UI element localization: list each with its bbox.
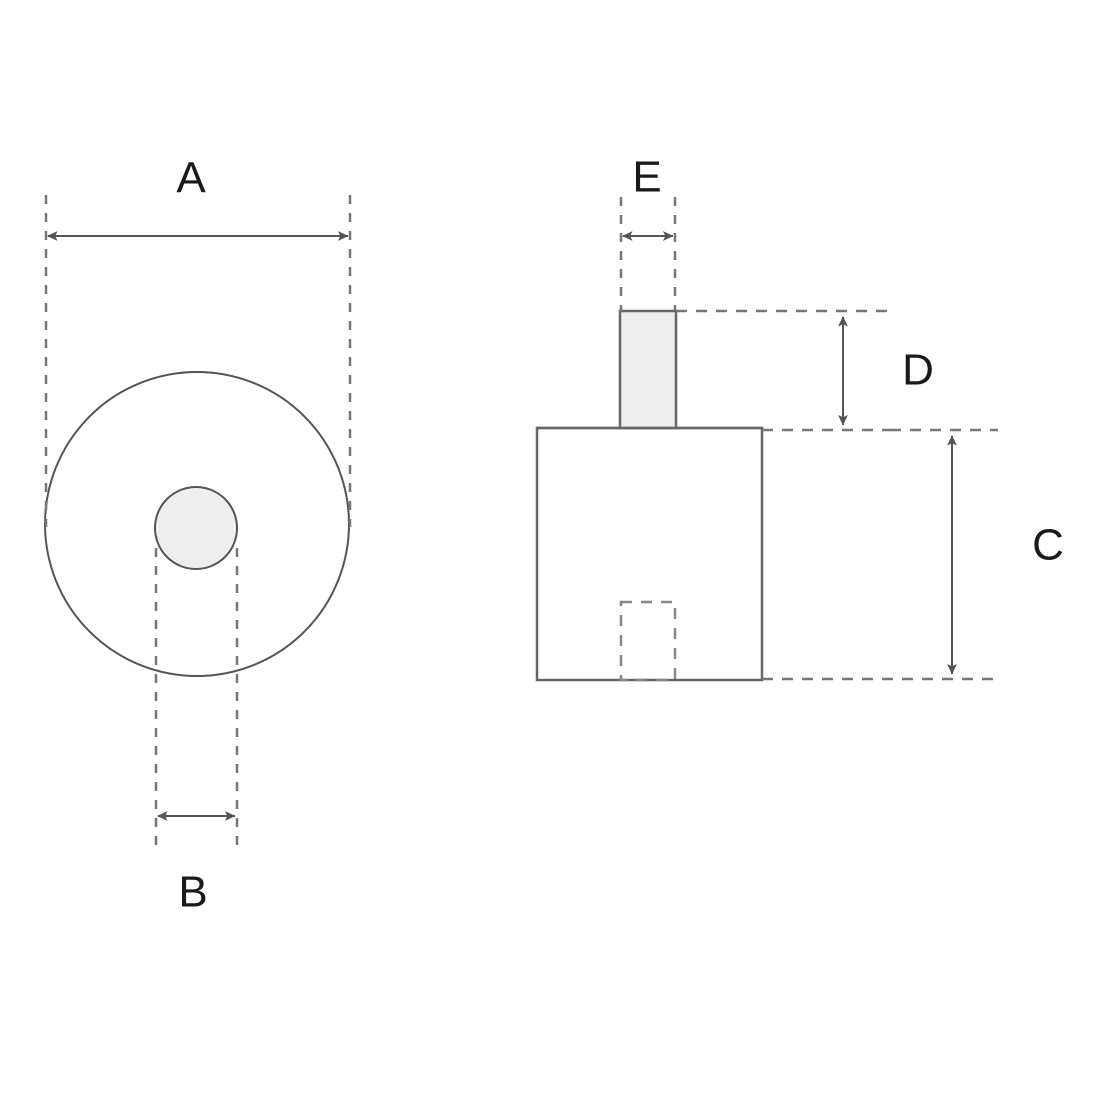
dimension-c-label: C <box>1032 521 1064 570</box>
dimension-c-group: C <box>762 428 1064 681</box>
dimension-b-label: B <box>178 868 207 917</box>
dimension-b-group: B <box>154 548 239 917</box>
inner-bore-circle <box>154 486 238 570</box>
side-view-body <box>535 426 764 682</box>
dimension-d-label: D <box>902 346 934 395</box>
dimension-a-label: A <box>176 154 206 203</box>
dimension-d-group: D <box>676 309 934 432</box>
dimension-e-label: E <box>632 153 661 202</box>
side-view-hidden-bore <box>619 600 677 682</box>
dimension-e-group: E <box>619 153 677 311</box>
side-view-stem <box>618 309 678 430</box>
side-view-group <box>535 309 764 682</box>
dimension-a-group: A <box>44 154 352 527</box>
